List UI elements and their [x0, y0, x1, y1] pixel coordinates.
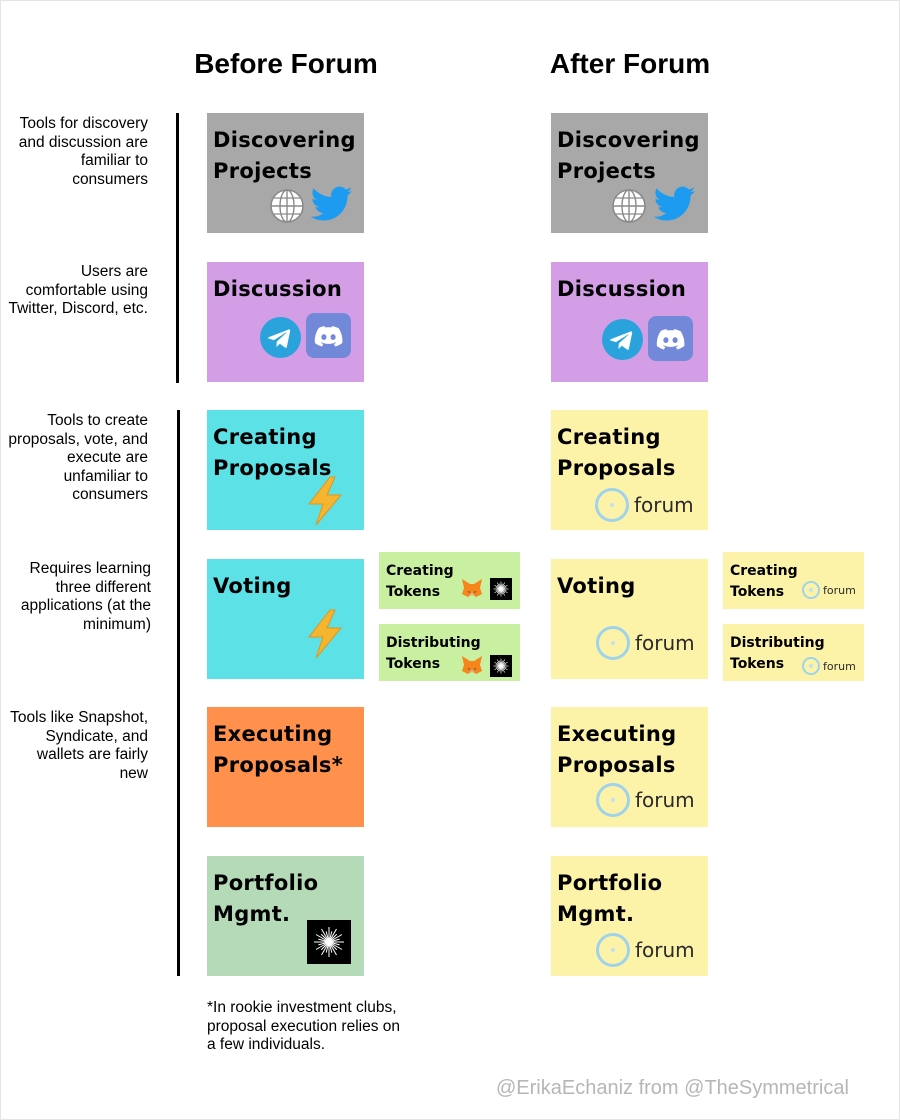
box-label: Portfolio Mgmt.: [213, 871, 319, 926]
after-creating-proposals-box: Creating Proposals forum: [551, 410, 708, 530]
box-label: Executing Proposals: [557, 722, 677, 777]
box-label: Distributing Tokens: [730, 635, 825, 672]
metamask-icon: [462, 656, 482, 674]
before-distributing-tokens-box: Distributing Tokens: [379, 624, 520, 681]
box-label: Voting: [557, 574, 636, 598]
forum-ring-icon: [802, 657, 820, 675]
before-creating-tokens-box: Creating Tokens: [379, 552, 520, 609]
credit-line: @ErikaEchaniz from @TheSymmetrical: [496, 1077, 849, 1099]
forum-ring-icon: [596, 783, 630, 817]
after-forum-title: After Forum: [549, 48, 711, 79]
discord-icon: [648, 316, 693, 361]
footnote: *In rookie investment clubs, proposal ex…: [207, 999, 401, 1053]
twitter-icon: [654, 186, 696, 221]
telegram-icon: [260, 317, 301, 358]
before-creating-proposals-box: Creating Proposals: [207, 410, 364, 530]
forum-wordmark: forum: [823, 583, 856, 597]
forum-wordmark: forum: [635, 938, 695, 962]
box-label: Creating Proposals: [213, 425, 332, 480]
note-unfamiliar-tools: Tools to create proposals, vote, and exe…: [8, 412, 148, 503]
box-label: Portfolio Mgmt.: [557, 871, 663, 926]
forum-logo: forum: [596, 933, 695, 967]
after-discovering-projects-box: Discovering Projects: [551, 113, 708, 233]
after-distributing-tokens-box: Distributing Tokens forum: [723, 624, 864, 681]
before-discovering-projects-box: Discovering Projects: [207, 113, 364, 233]
globe-icon: [270, 189, 304, 223]
box-label: Creating Tokens: [730, 563, 798, 600]
after-voting-box: Voting forum: [551, 559, 708, 679]
box-label: Discussion: [213, 277, 343, 301]
before-portfolio-mgmt-box: Portfolio Mgmt.: [207, 856, 364, 976]
lightning-icon: [307, 609, 343, 659]
telegram-icon: [602, 319, 643, 360]
discord-icon: [306, 313, 351, 358]
forum-wordmark: forum: [635, 631, 695, 655]
box-label: Distributing Tokens: [386, 635, 481, 672]
box-label: Discussion: [557, 277, 687, 301]
note-familiar-tools: Tools for discovery and discussion are f…: [18, 115, 148, 188]
box-label: Discovering Projects: [213, 128, 356, 183]
box-label: Voting: [213, 574, 292, 598]
forum-logo: forum: [596, 783, 695, 817]
before-voting-box: Voting: [207, 559, 364, 679]
forum-wordmark: forum: [635, 788, 695, 812]
forum-wordmark: forum: [634, 493, 694, 517]
forum-ring-icon: [802, 581, 820, 599]
note-comfortable-users: Users are comfortable using Twitter, Dis…: [8, 263, 148, 317]
forum-logo: forum: [802, 657, 856, 675]
syndicate-icon: [490, 578, 512, 600]
box-label: Executing Proposals*: [213, 722, 343, 777]
after-discussion-box: Discussion: [551, 262, 708, 382]
note-three-applications: Requires learning three different applic…: [20, 560, 151, 633]
syndicate-icon: [490, 655, 512, 677]
after-creating-tokens-box: Creating Tokens forum: [723, 552, 864, 609]
globe-icon: [612, 189, 646, 223]
syndicate-icon: [307, 920, 351, 964]
forum-ring-icon: [596, 626, 630, 660]
bracket-line-familiar: [176, 113, 179, 383]
lightning-icon: [307, 476, 343, 526]
forum-ring-icon: [595, 488, 629, 522]
forum-logo: forum: [595, 488, 694, 522]
forum-ring-icon: [596, 933, 630, 967]
box-label: Discovering Projects: [557, 128, 700, 183]
box-label: Creating Tokens: [386, 563, 454, 600]
forum-wordmark: forum: [823, 659, 856, 673]
bracket-line-unfamiliar: [177, 410, 180, 976]
forum-logo: forum: [802, 581, 856, 599]
forum-logo: forum: [596, 626, 695, 660]
twitter-icon: [311, 186, 353, 221]
note-new-tools: Tools like Snapshot, Syndicate, and wall…: [10, 709, 148, 782]
after-portfolio-mgmt-box: Portfolio Mgmt. forum: [551, 856, 708, 976]
before-forum-title: Before Forum: [194, 48, 378, 79]
box-label: Creating Proposals: [557, 425, 676, 480]
before-executing-proposals-box: Executing Proposals*: [207, 707, 364, 827]
metamask-icon: [462, 579, 482, 597]
before-discussion-box: Discussion: [207, 262, 364, 382]
after-executing-proposals-box: Executing Proposals forum: [551, 707, 708, 827]
